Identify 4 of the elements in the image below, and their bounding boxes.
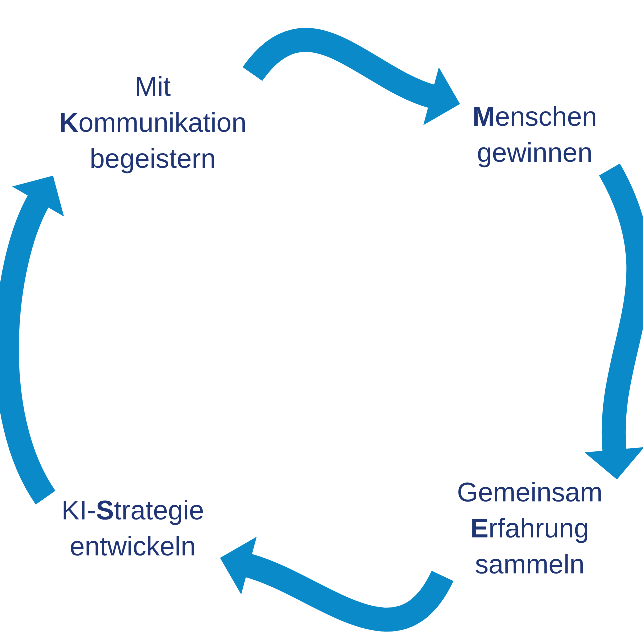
step-label: Gemeinsam Erfahrung sammeln xyxy=(458,482,601,574)
step-label: KI-Strategie entwickeln xyxy=(64,500,204,556)
step-label: Mit Kommunikation begeistern xyxy=(61,76,246,174)
step-label: Menschen gewinnen xyxy=(474,106,596,168)
